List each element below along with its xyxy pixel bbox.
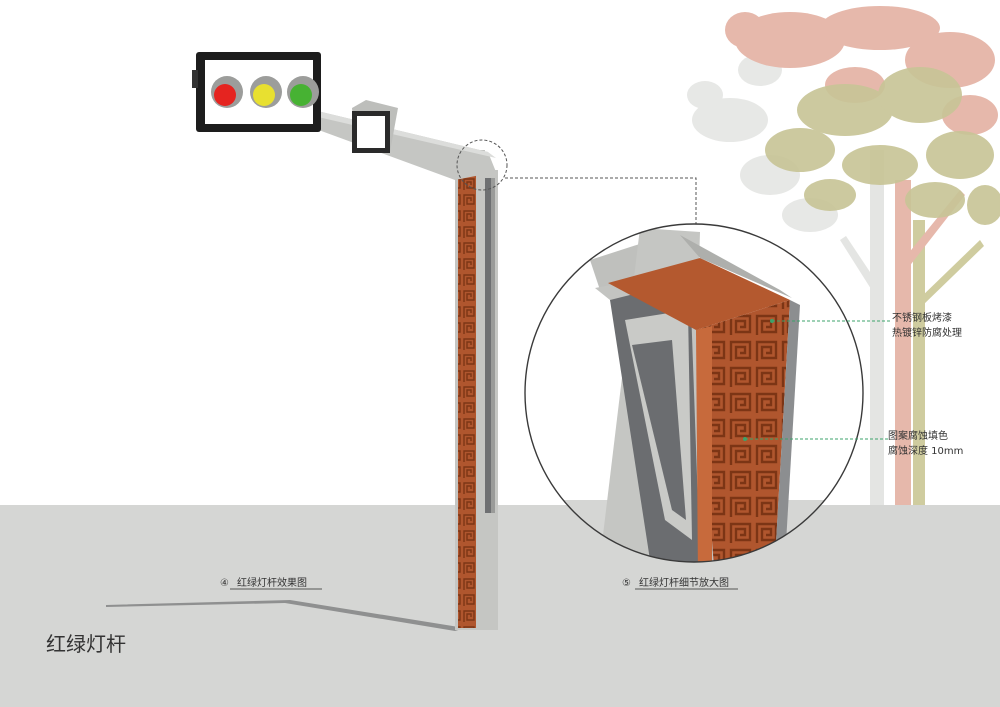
- caption-effect-number: ④: [220, 578, 229, 589]
- caption-detail-text: 红绿灯杆细节放大图: [638, 578, 729, 589]
- traffic-light-pole: [305, 100, 498, 630]
- caption-detail-number: ⑤: [622, 578, 631, 589]
- caption-effect-text: 红绿灯杆效果图: [236, 578, 307, 589]
- signal-lamp-yellow: [253, 84, 275, 106]
- ground: [0, 505, 1000, 707]
- annotation-coating-line1: 不锈钢板烤漆: [892, 313, 952, 324]
- signal-lamp-green: [290, 84, 312, 106]
- signal-lamp-red: [214, 84, 236, 106]
- annotation-coating: 不锈钢板烤漆 热镀锌防腐处理: [892, 309, 962, 339]
- zoom-marker: [456, 139, 508, 191]
- annotation-etching-line1: 图案腐蚀填色: [888, 431, 948, 442]
- annotation-etching: 图案腐蚀填色 腐蚀深度 10mm: [888, 427, 963, 457]
- traffic-signal-head: [192, 52, 321, 132]
- page-title: 红绿灯杆: [46, 632, 126, 656]
- caption-detail: ⑤ 红绿灯杆细节放大图: [622, 574, 729, 589]
- annotation-etching-line2: 腐蚀深度 10mm: [888, 446, 964, 457]
- tree-background: [687, 6, 1000, 506]
- caption-effect: ④ 红绿灯杆效果图: [220, 574, 307, 589]
- detail-magnified-view: [524, 223, 864, 563]
- annotation-coating-line2: 热镀锌防腐处理: [892, 328, 962, 339]
- zoom-guide-line: [505, 177, 697, 232]
